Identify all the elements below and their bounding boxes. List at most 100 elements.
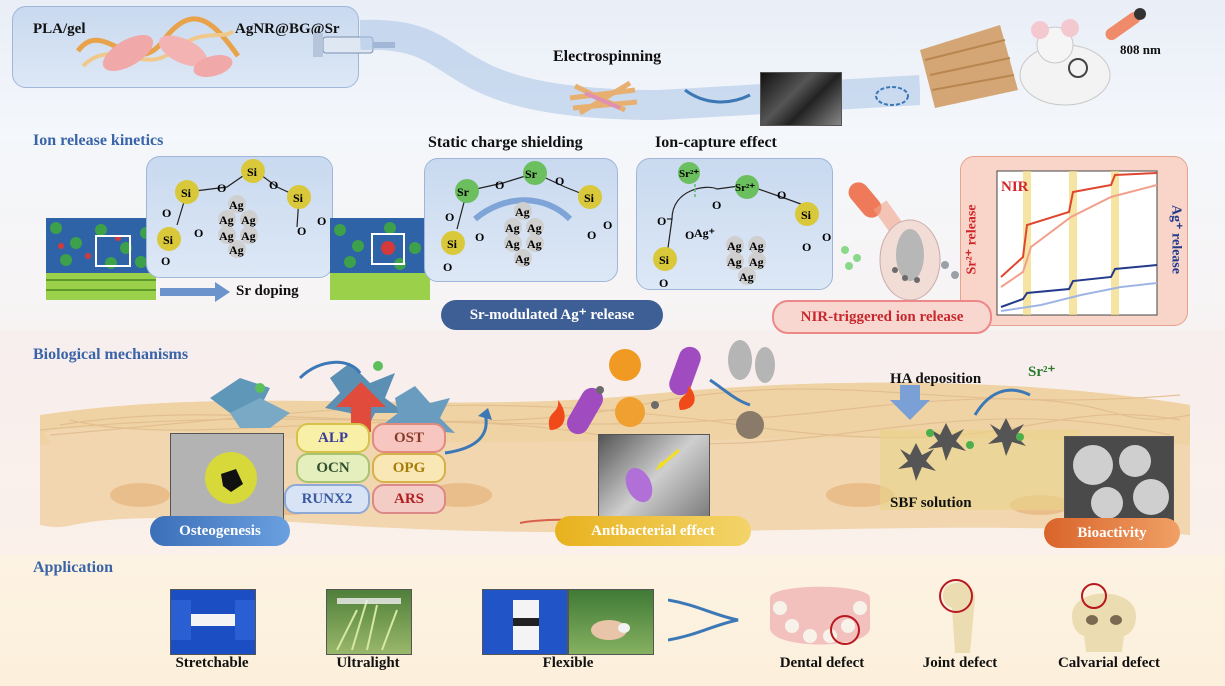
svg-text:O: O [822,230,831,244]
svg-text:Sr: Sr [525,167,538,181]
svg-text:O: O [445,210,454,224]
osteogenesis-photo [170,433,284,523]
application-title: Application [33,559,114,576]
polymer-illustration [75,16,241,77]
svg-text:Si: Si [447,237,458,251]
svg-text:O⁻: O⁻ [657,214,673,228]
gene-ars: ARS [372,484,446,514]
svg-text:Ag: Ag [229,198,244,212]
bend-sample-icon [513,600,539,650]
svg-text:Si: Si [163,233,174,247]
svg-text:Ag: Ag [515,205,530,219]
stretchable-photo [170,589,256,655]
svg-text:O: O [443,260,452,274]
fiber-cluster-icon [569,80,638,116]
calvarial-defect-icon [1072,583,1136,652]
application-arrow [668,598,739,642]
svg-text:O: O [269,178,278,192]
svg-text:O: O [802,240,811,254]
ha-spheres-icon [1065,437,1173,521]
svg-text:O: O [587,228,596,242]
svg-text:Si: Si [293,191,304,205]
svg-text:O: O [685,228,694,242]
antibacterial-badge: Antibacterial effect [555,516,751,546]
svg-text:Ag: Ag [727,255,742,269]
svg-text:Ag: Ag [241,229,256,243]
fiber-mat-icon [920,25,1018,108]
svg-text:O: O [194,226,203,240]
svg-text:Ag: Ag [505,237,520,251]
svg-text:Ag: Ag [727,239,742,253]
svg-text:O: O [712,198,721,212]
stretch-sample-icon [171,600,255,640]
ion-release-title: Ion release kinetics [33,132,164,149]
ion-capture-label: Ion-capture effect [655,134,777,151]
svg-text:Ag: Ag [739,270,754,284]
stretchable-caption: Stretchable [175,655,249,671]
svg-text:Ag: Ag [749,255,764,269]
crystal-lattice-left [46,218,156,300]
mouse-icon [1019,19,1111,106]
svg-text:O: O [659,276,668,289]
svg-text:Si: Si [584,191,595,205]
svg-text:O: O [217,181,226,195]
svg-text:Ag: Ag [219,213,234,227]
dental-defect-icon [770,586,870,645]
svg-text:Si: Si [181,186,192,200]
ultralight-caption: Ultralight [336,655,400,671]
joint-defect-caption: Joint defect [922,655,998,671]
nir-label: NIR [1001,179,1029,195]
svg-text:O: O [475,230,484,244]
implant-irradiation-icon [841,182,959,301]
osteogenesis-badge: Osteogenesis [150,516,290,546]
joint-defect-icon [939,579,975,653]
loop-icon [875,86,909,106]
sem-fiber-image [760,72,842,126]
svg-text:O: O [777,188,786,202]
svg-text:Ag: Ag [241,213,256,227]
svg-text:O: O [317,214,326,228]
sr-doping-label: Sr doping [236,283,299,299]
static-shielding-label: Static charge shielding [428,134,583,151]
svg-text:Ag: Ag [527,237,542,251]
svg-text:Ag: Ag [229,243,244,257]
crystal-lattice-right [330,218,430,300]
gene-ost: OST [372,423,446,453]
wavelength-label: 808 nm [1120,42,1161,57]
sr-doping-arrow [160,282,230,302]
laser-icon [1105,8,1146,41]
svg-text:Si: Si [659,253,670,267]
sbf-solution-label: SBF solution [890,495,972,511]
svg-text:Ag: Ag [219,229,234,243]
svg-text:Si: Si [247,165,258,179]
svg-text:O: O [162,206,171,220]
flexible-photo-2 [568,589,654,655]
release-graph-panel: NIR Sr²⁺ release Ag⁺ release [960,156,1188,326]
flexible-caption: Flexible [542,655,594,671]
finger-icon [591,620,630,640]
gene-runx2: RUNX2 [284,484,370,514]
ha-sem-photo [1064,436,1174,522]
svg-text:O: O [555,174,564,188]
ultralight-photo [326,589,412,655]
svg-text:Ag: Ag [505,221,520,235]
bacteria-sem-photo [598,434,710,524]
svg-text:Ag: Ag [527,221,542,235]
svg-text:Si: Si [801,208,812,222]
bioactivity-badge: Bioactivity [1044,518,1180,548]
svg-text:Sr²⁺: Sr²⁺ [679,168,699,180]
svg-text:O: O [161,254,170,268]
dental-defect-caption: Dental defect [779,655,865,671]
flexible-photo-1 [482,589,568,655]
ag-release-axis-label: Ag⁺ release [1168,205,1184,274]
svg-text:Sr²⁺: Sr²⁺ [735,182,755,194]
curved-arrow-icon [444,408,492,455]
bacterium-arrow-icon [625,448,680,503]
stained-nodule-icon [171,434,283,522]
svg-text:O: O [495,178,504,192]
